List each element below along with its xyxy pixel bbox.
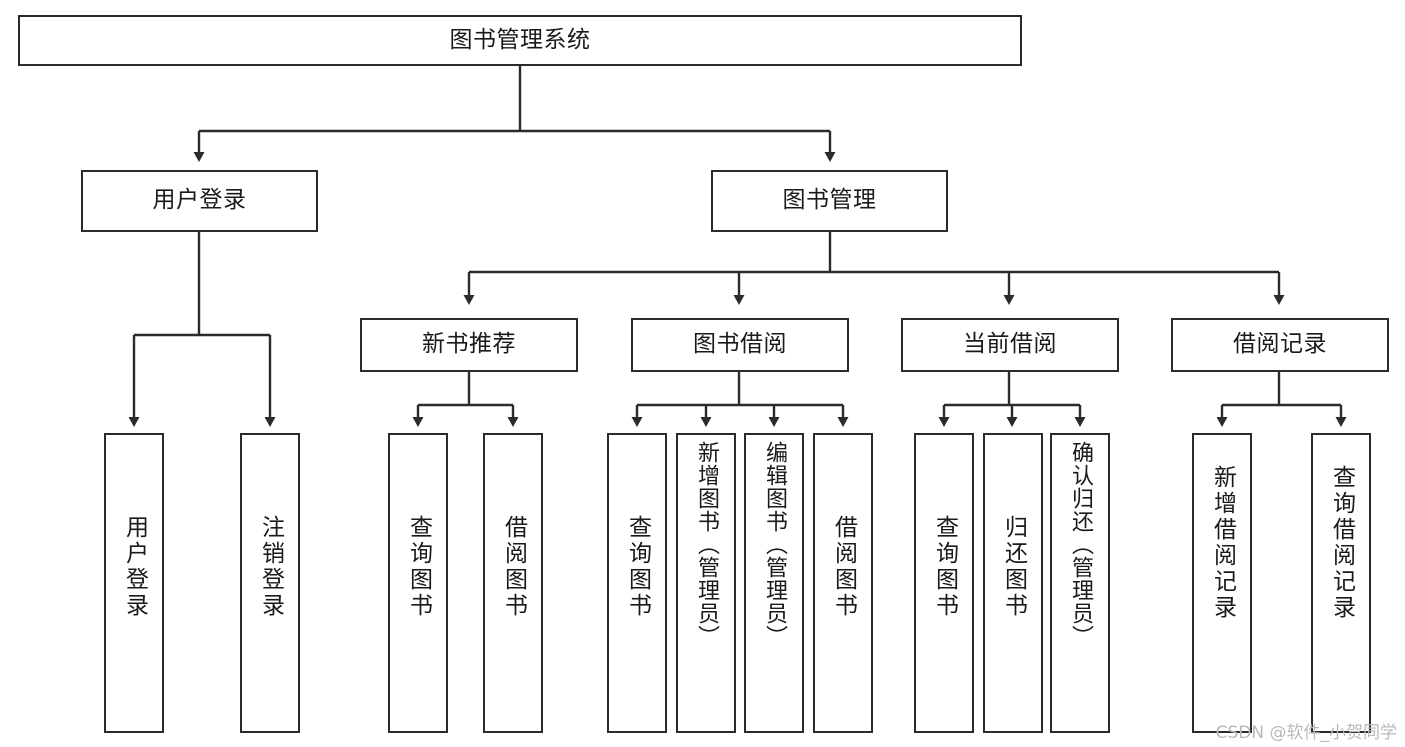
node-user-login-label: 用户登录 xyxy=(152,187,247,214)
node-book-borrow[interactable]: 图书借阅 xyxy=(631,318,849,372)
node-book-management-label: 图书管理 xyxy=(782,187,877,214)
leaf-new-book-query-label: 查询图书 xyxy=(405,515,432,619)
node-borrow-record[interactable]: 借阅记录 xyxy=(1171,318,1389,372)
leaf-borrow-add-book-label: 新增图书（管理员） xyxy=(694,441,719,648)
node-new-book-recommend-label: 新书推荐 xyxy=(422,331,516,358)
leaf-user-login-signout[interactable]: 注销登录 xyxy=(240,433,300,733)
leaf-record-query-label: 查询借阅记录 xyxy=(1328,465,1355,621)
leaf-borrow-borrow-book[interactable]: 借阅图书 xyxy=(813,433,873,733)
leaf-borrow-add-book[interactable]: 新增图书（管理员） xyxy=(676,433,736,733)
node-book-borrow-label: 图书借阅 xyxy=(693,331,787,358)
node-borrow-record-label: 借阅记录 xyxy=(1233,331,1327,358)
leaf-new-book-borrow[interactable]: 借阅图书 xyxy=(483,433,543,733)
leaf-record-add-label: 新增借阅记录 xyxy=(1209,465,1236,621)
leaf-current-query-book-label: 查询图书 xyxy=(931,515,958,619)
leaf-user-login-signout-label: 注销登录 xyxy=(257,515,284,619)
leaf-current-query-book[interactable]: 查询图书 xyxy=(914,433,974,733)
leaf-record-add[interactable]: 新增借阅记录 xyxy=(1192,433,1252,733)
node-current-borrow-label: 当前借阅 xyxy=(963,331,1057,358)
leaf-borrow-query-book[interactable]: 查询图书 xyxy=(607,433,667,733)
leaf-new-book-query[interactable]: 查询图书 xyxy=(388,433,448,733)
leaf-borrow-query-book-label: 查询图书 xyxy=(624,515,651,619)
node-current-borrow[interactable]: 当前借阅 xyxy=(901,318,1119,372)
leaf-borrow-edit-book[interactable]: 编辑图书（管理员） xyxy=(744,433,804,733)
leaf-new-book-borrow-label: 借阅图书 xyxy=(500,515,527,619)
leaf-user-login-signin-label: 用户登录 xyxy=(121,515,148,619)
node-new-book-recommend[interactable]: 新书推荐 xyxy=(360,318,578,372)
leaf-borrow-edit-book-label: 编辑图书（管理员） xyxy=(762,441,787,648)
leaf-current-confirm-return-label: 确认归还（管理员） xyxy=(1068,441,1093,648)
node-root[interactable]: 图书管理系统 xyxy=(18,15,1022,66)
leaf-current-return-book[interactable]: 归还图书 xyxy=(983,433,1043,733)
leaf-user-login-signin[interactable]: 用户登录 xyxy=(104,433,164,733)
leaf-current-return-book-label: 归还图书 xyxy=(1000,515,1027,619)
node-user-login[interactable]: 用户登录 xyxy=(81,170,318,232)
node-book-management[interactable]: 图书管理 xyxy=(711,170,948,232)
node-root-label: 图书管理系统 xyxy=(449,26,591,53)
leaf-borrow-borrow-book-label: 借阅图书 xyxy=(830,515,857,619)
leaf-current-confirm-return[interactable]: 确认归还（管理员） xyxy=(1050,433,1110,733)
watermark: CSDN @软件_小贺同学 xyxy=(1215,723,1397,743)
leaf-record-query[interactable]: 查询借阅记录 xyxy=(1311,433,1371,733)
